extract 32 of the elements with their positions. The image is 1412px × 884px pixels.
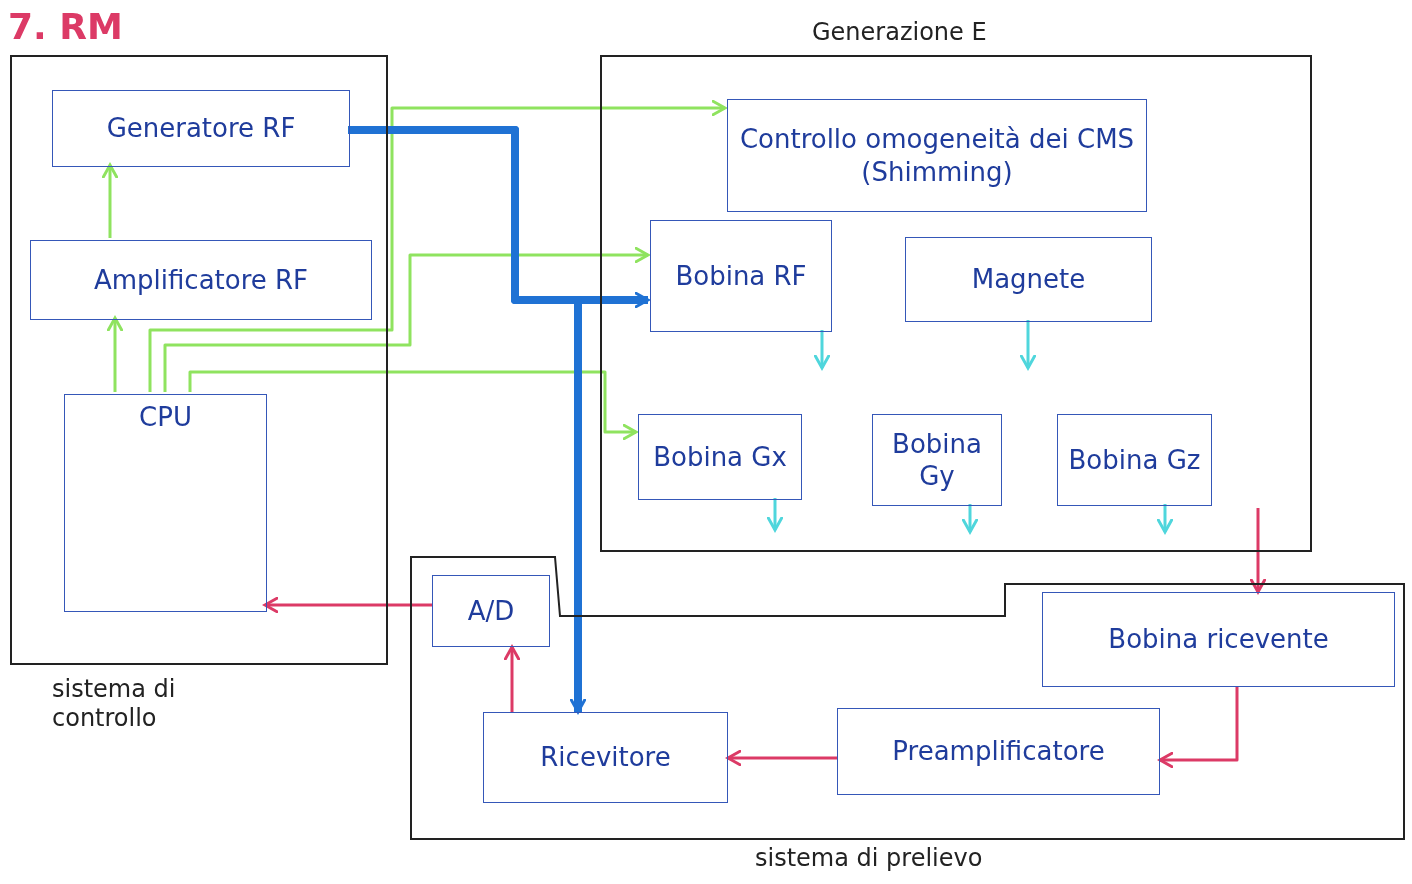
arrow (1156, 504, 1174, 534)
process-box: Generatore RF (52, 90, 350, 167)
arrow (188, 370, 638, 441)
group-heading: sistema di prelievo (755, 844, 984, 873)
process-box: A/D (432, 575, 550, 647)
arrow (766, 498, 784, 532)
process-box: Magnete (905, 237, 1152, 322)
group-heading: Generazione E (812, 18, 988, 47)
arrow (101, 163, 119, 238)
arrow (503, 645, 521, 712)
group-heading: sistema di controllo (52, 675, 177, 733)
arrow (1019, 320, 1037, 370)
process-box: Bobina Gz (1057, 414, 1212, 506)
process-box: Bobina Gx (638, 414, 802, 500)
process-box: Bobina RF (650, 220, 832, 332)
process-box: CPU (64, 394, 267, 612)
arrow (263, 596, 432, 614)
arrow (813, 330, 831, 370)
process-box: Amplificatore RF (30, 240, 372, 320)
diagram-title: 7. RM (8, 6, 123, 47)
arrow (961, 504, 979, 534)
process-box: Ricevitore (483, 712, 728, 803)
arrow (163, 246, 650, 392)
arrow (1158, 687, 1239, 769)
arrow (726, 749, 837, 767)
process-box: Preamplificatore (837, 708, 1160, 795)
process-box: Bobina ricevente (1042, 592, 1395, 687)
arrow (1249, 508, 1267, 594)
arrow (106, 316, 124, 392)
arrow (148, 99, 727, 392)
process-box: Bobina Gy (872, 414, 1002, 506)
process-box: Controllo omogeneità dei CMS (Shimming) (727, 99, 1147, 212)
